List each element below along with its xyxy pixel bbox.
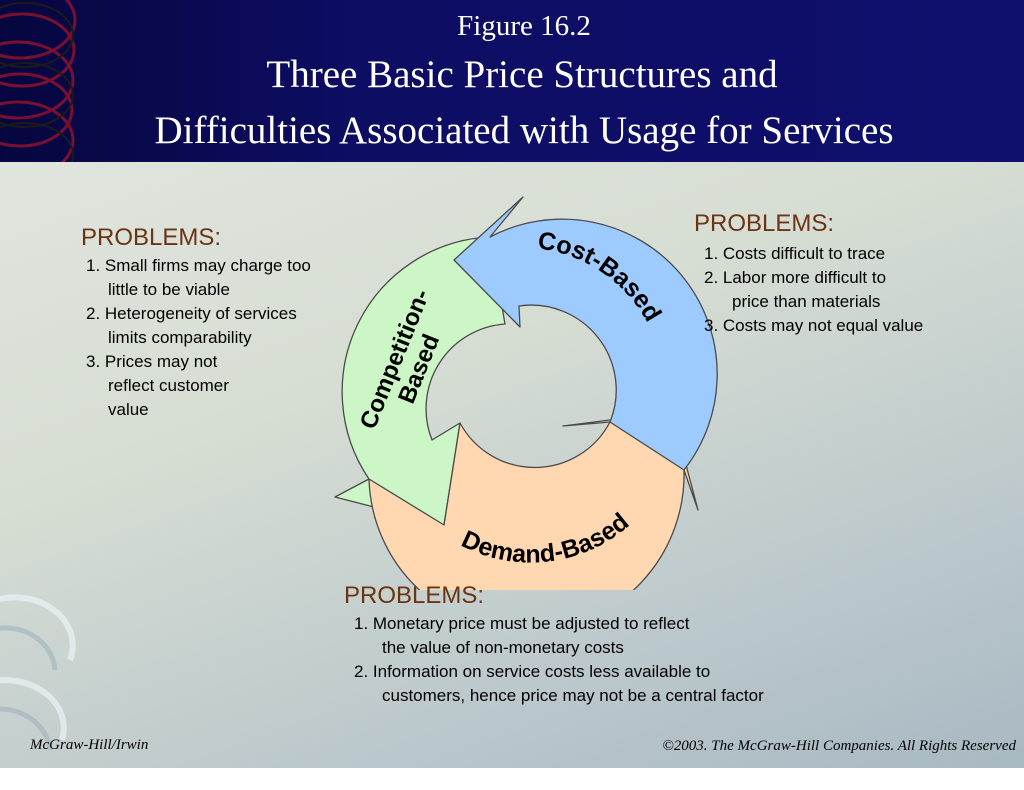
copyright-footer: ©2003. The McGraw-Hill Companies. All Ri… (662, 738, 1016, 754)
demand-based-arrow (368, 411, 699, 590)
list-item: 1. Monetary price must be adjusted to re… (354, 614, 690, 633)
left-problems-list: 1. Small firms may charge too little to … (86, 254, 311, 422)
title-bar: Figure 16.2 Three Basic Price Structures… (0, 0, 1024, 162)
list-item: customers, hence price may not be a cent… (382, 686, 764, 705)
competition-based-arrow (334, 236, 506, 526)
slide: Figure 16.2 Three Basic Price Structures… (0, 0, 1024, 768)
demand-arrow-shape (368, 411, 699, 590)
right-problems-list: 1. Costs difficult to trace 2. Labor mor… (704, 242, 923, 338)
right-problems-heading: PROBLEMS: (694, 210, 835, 237)
competition-arrow-shape (334, 236, 506, 526)
list-item: limits comparability (108, 328, 252, 347)
list-item: 1. Small firms may charge too (86, 256, 311, 275)
list-item: 2. Heterogeneity of services (86, 304, 297, 323)
list-item: 1. Costs difficult to trace (704, 244, 886, 263)
list-item: 3. Costs may not equal value (704, 316, 924, 335)
slide-title-line-1: Three Basic Price Structures and (266, 53, 778, 96)
slide-title-line-2: Difficulties Associated with Usage for S… (154, 109, 894, 152)
price-structure-cycle: Cost-Based Demand-Based Competition- Bas… (334, 196, 718, 590)
figure-label: Figure 16.2 (457, 10, 591, 42)
cost-based-arrow (453, 196, 718, 471)
left-problems-heading: PROBLEMS: (81, 224, 222, 251)
list-item: 2. Labor more difficult to (704, 268, 887, 287)
list-item: value (108, 400, 149, 419)
cost-arrow-shape (453, 196, 718, 471)
list-item: 3. Prices may not (86, 352, 218, 371)
bottom-problems-list: 1. Monetary price must be adjusted to re… (354, 612, 764, 708)
corner-rings-decoration (0, 594, 76, 751)
list-item: little to be viable (108, 280, 230, 299)
publisher-footer: McGraw-Hill/Irwin (30, 737, 149, 753)
header-rings-decoration (0, 0, 77, 162)
list-item: the value of non-monetary costs (382, 638, 624, 657)
list-item: reflect customer (108, 376, 229, 395)
bottom-problems-heading: PROBLEMS: (344, 582, 485, 609)
list-item: 2. Information on service costs less ava… (354, 662, 711, 681)
list-item: price than materials (732, 292, 881, 311)
